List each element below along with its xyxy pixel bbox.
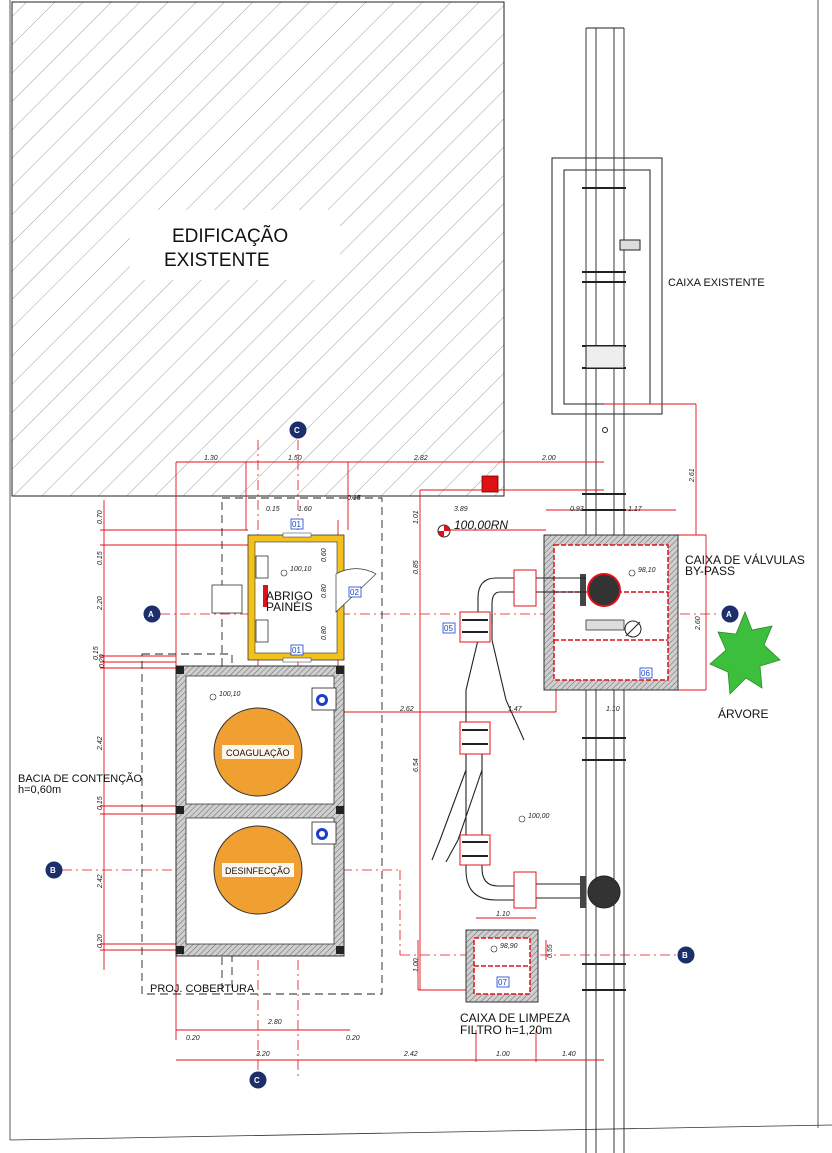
tag-05: 05 [444,624,453,633]
existing-box [551,157,663,433]
shelter-label-line1: ABRIGO [266,589,313,603]
dim-0-15-a: 0.15 [347,495,361,502]
dim-0-15-c: 0.15 [97,551,104,565]
shelter-label-line2: PAINÉIS [266,599,312,614]
equipment-tags [290,518,653,988]
dim-2-80: 2.80 [267,1019,282,1026]
tree-label: ÁRVORE [718,706,768,721]
dim-1-60: 1.60 [298,506,312,513]
level-valve-box: 98,10 [638,567,656,574]
dim-1-00-b: 1.00 [496,1051,510,1058]
dim-1-50: 1.50 [288,455,302,462]
axis-markers [45,421,739,1089]
cleaning-box-label-line1: CAIXA DE LIMPEZA [460,1011,570,1025]
dim-1-40: 1.40 [562,1051,576,1058]
existing-box-label: CAIXA EXISTENTE [668,277,765,289]
dim-0-80-b: 0.80 [321,626,328,640]
dim-2-20: 2.20 [97,596,104,611]
tag-01-top: 01 [292,520,301,529]
tag-01-bottom: 01 [292,646,301,655]
dim-0-70: 0.70 [97,510,104,524]
level-yard: 100,00 [528,813,550,820]
axis-marker-top: C [294,426,300,435]
dim-0-85: 0.85 [413,560,420,574]
valve-flange-marks [462,493,626,991]
dim-2-42-b: 2.42 [97,874,104,889]
dim-0-15-e: 0.15 [97,796,104,810]
dim-0-80-a: 0.80 [321,584,328,598]
dim-1-47: 1.47 [508,706,523,713]
dim-0-15-d: 0.15 [93,646,100,660]
dosing-pump-icon [311,821,337,845]
axis-marker-left-b: B [50,866,56,875]
tag-07: 07 [498,978,507,987]
dim-3-89: 3.89 [454,506,468,513]
dim-1-10-a: 1.10 [606,706,620,713]
dim-0-20-d: 0.20 [346,1035,360,1042]
dim-0-60: 0.60 [321,548,328,562]
axis-marker-right-b: B [682,951,688,960]
dim-2-60: 2.60 [695,616,702,631]
dim-2-61: 2.61 [689,468,696,483]
filter-pipework [431,577,586,901]
tree-symbol [709,610,781,695]
roof-projection-label: PROJ. COBERTURA [150,983,255,995]
valve-box [543,534,679,691]
dim-1-17: 1.17 [628,506,643,513]
level-cleaning-box: 98,90 [500,943,518,950]
level-shelter: 100,10 [290,566,312,573]
dim-0-20-b: 0.20 [97,934,104,948]
dim-6-54: 6.54 [413,758,420,772]
site-boundary [9,0,832,1141]
dim-2-00: 2.00 [541,455,556,462]
pipe-flanges [459,569,537,969]
building-label-line2: EXISTENTE [164,250,270,271]
dim-1-10-b: 1.10 [496,911,510,918]
dim-0-20-a: 0.20 [99,654,106,668]
valve-box-label-line2: BY-PASS [685,564,735,578]
reference-level-label: 100,00RN [454,518,508,532]
existing-building: EDIFICAÇÃO EXISTENTE [11,1,505,497]
coagulation-label: COAGULAÇÃO [226,748,290,758]
containment-label-line1: BACIA DE CONTENÇÃO [18,772,143,785]
axis-marker-left-a: A [148,610,154,619]
dim-2-62: 2.62 [399,706,414,713]
dim-3-20: 3.20 [256,1051,270,1058]
dim-0-15-b: 0.15 [266,506,280,513]
building-corner-marker [481,475,499,493]
tag-02: 02 [350,588,359,597]
dim-1-01: 1.01 [413,510,420,524]
reference-level-marker [437,524,451,538]
building-label-line1: EDIFICAÇÃO [172,225,288,247]
level-marks [209,569,636,953]
dim-1-00-a: 1.00 [413,958,420,972]
by-pass-valve [587,875,621,909]
dim-0-55: 0.55 [547,944,554,958]
dimension-texts: 1.30 1.50 2.82 2.00 0.15 1.60 0.15 3.89 … [93,455,702,1058]
containment-label-line2: h=0,60m [18,784,61,796]
cleaning-box [465,929,539,1003]
dosing-pump-icon [311,687,337,711]
disinfection-label: DESINFECÇÃO [225,866,290,876]
dim-0-93: 0.93 [570,506,584,513]
tag-06: 06 [641,669,650,678]
dim-2-42-c: 2.42 [403,1051,418,1058]
cleaning-box-label-line2: FILTRO h=1,20m [460,1023,552,1037]
dim-2-42-a: 2.42 [97,736,104,751]
dim-2-82: 2.82 [413,455,428,462]
dim-0-20-c: 0.20 [186,1035,200,1042]
axis-marker-bottom: C [254,1076,260,1085]
valve-box-label-line1: CAIXA DE VÁLVULAS [685,552,805,567]
dim-1-30: 1.30 [204,455,218,462]
axis-marker-right-a: A [726,610,732,619]
level-tanks: 100,10 [219,691,241,698]
